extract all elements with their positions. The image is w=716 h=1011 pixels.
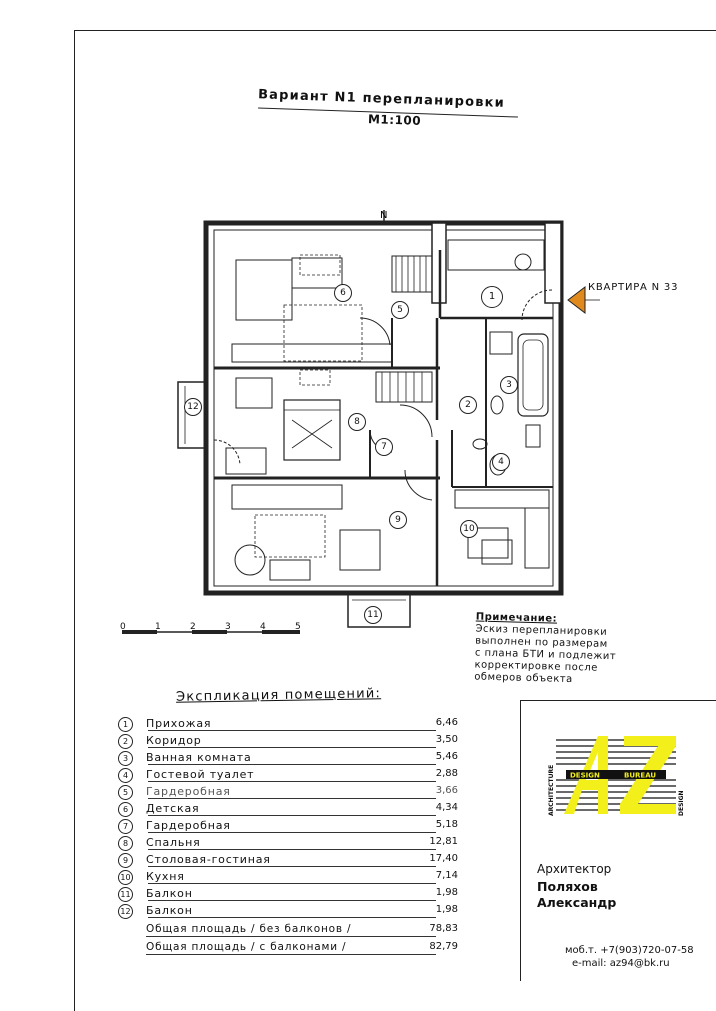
room-marker-6: 6	[334, 284, 352, 302]
balcony-11-outline	[347, 592, 411, 628]
room-area: 4,34	[435, 802, 458, 813]
room-marker-4: 4	[492, 453, 510, 471]
balcony-12-outline	[177, 381, 207, 449]
room-marker-5: 5	[391, 301, 409, 319]
room-name: Спальня	[146, 836, 201, 849]
room-marker-1: 1	[481, 286, 503, 308]
room-name: Детская	[146, 802, 200, 815]
explication-row: 8 Спальня 12,81	[118, 835, 458, 852]
scale-bar-label: 0	[120, 622, 126, 632]
room-marker-8: 8	[348, 413, 366, 431]
explication-row: 3 Ванная комната 5,46	[118, 750, 458, 767]
room-number: 11	[118, 887, 133, 902]
room-name: Столовая-гостиная	[146, 853, 271, 866]
floor-plan: N	[122, 210, 600, 634]
plan-note: Примечание: Эскиз перепланировки выполне…	[474, 612, 666, 689]
room-name: Гардеробная	[146, 785, 231, 798]
room-area: 7,14	[435, 870, 458, 881]
north-mark: N	[380, 210, 387, 221]
explication-row: 10 Кухня 7,14	[118, 869, 458, 886]
az-design-bureau-logo: DESIGN BUREAU ARCHITECTURE DESIGN	[548, 736, 685, 816]
room-area: 2,88	[435, 768, 458, 779]
total-area-with-balconies: Общая площадь / с балконами / 82,79	[146, 940, 458, 957]
explication-row: 4 Гостевой туалет 2,88	[118, 767, 458, 784]
room-area: 3,66	[435, 785, 458, 796]
room-marker-2: 2	[459, 396, 477, 414]
room-marker-10: 10	[460, 520, 478, 538]
total-label: Общая площадь / без балконов /	[146, 923, 352, 935]
total-area: 82,79	[429, 941, 458, 952]
architect-name: Поляхов Александр	[537, 879, 616, 911]
explication-row: 12 Балкон 1,98	[118, 903, 458, 920]
room-area: 5,46	[435, 751, 458, 762]
architect-email: e-mail: az94@bk.ru	[572, 958, 670, 969]
room-marker-11: 11	[364, 606, 382, 624]
total-area: 78,83	[429, 923, 458, 934]
logo-band-left: DESIGN	[570, 772, 600, 780]
room-area: 5,18	[435, 819, 458, 830]
explication-row: 7 Гардеробная 5,18	[118, 818, 458, 835]
logo-band-right: BUREAU	[624, 772, 656, 780]
architect-surname: Поляхов	[537, 879, 598, 894]
explication-row: 2 Коридор 3,50	[118, 733, 458, 750]
room-number: 7	[118, 819, 133, 834]
room-name: Кухня	[146, 870, 185, 883]
room-name: Коридор	[146, 734, 202, 747]
room-area: 12,81	[429, 836, 458, 847]
room-area: 1,98	[435, 904, 458, 915]
room-number: 8	[118, 836, 133, 851]
room-marker-9: 9	[389, 511, 407, 529]
scale-bar-label: 3	[225, 622, 231, 632]
room-marker-12: 12	[184, 398, 202, 416]
room-number: 12	[118, 904, 133, 919]
room-name: Ванная комната	[146, 751, 252, 764]
scale-bar	[122, 630, 300, 634]
explication-row: 6 Детская 4,34	[118, 801, 458, 818]
explication-row: 11 Балкон 1,98	[118, 886, 458, 903]
room-number: 3	[118, 751, 133, 766]
explication-row: 5 Гардеробная 3,66	[118, 784, 458, 801]
room-area: 1,98	[435, 887, 458, 898]
room-name: Гостевой туалет	[146, 768, 255, 781]
logo-vertical-left: ARCHITECTURE	[548, 765, 555, 816]
apartment-label: КВАРТИРА N 33	[588, 282, 679, 293]
room-marker-3: 3	[500, 376, 518, 394]
room-area: 6,46	[435, 717, 458, 728]
scale-bar-label: 5	[295, 622, 301, 632]
room-area: 17,40	[429, 853, 458, 864]
room-name: Гардеробная	[146, 819, 231, 832]
room-number: 4	[118, 768, 133, 783]
room-name: Балкон	[146, 904, 193, 917]
scale-bar-label: 2	[190, 622, 196, 632]
sheet-frame	[74, 30, 716, 1011]
scale-bar-label: 4	[260, 622, 266, 632]
plan-inner-wall-line	[213, 229, 554, 587]
room-number: 10	[118, 870, 133, 885]
room-number: 2	[118, 734, 133, 749]
room-marker-7: 7	[375, 438, 393, 456]
apartment-entry-arrow	[567, 285, 586, 315]
title-block	[520, 700, 716, 981]
logo-vertical-right: DESIGN	[678, 790, 685, 816]
total-label: Общая площадь / с балконами /	[146, 941, 347, 953]
total-area-without-balconies: Общая площадь / без балконов / 78,83	[146, 922, 458, 939]
room-name: Прихожая	[146, 717, 212, 730]
architect-phone: моб.т. +7(903)720-07-58	[565, 945, 694, 956]
scale-bar-label: 1	[155, 622, 161, 632]
explication-row: 1 Прихожая 6,46	[118, 716, 458, 733]
room-name: Балкон	[146, 887, 193, 900]
room-number: 1	[118, 717, 133, 732]
room-number: 9	[118, 853, 133, 868]
room-area: 3,50	[435, 734, 458, 745]
room-number: 5	[118, 785, 133, 800]
explication-row: 9 Столовая-гостиная 17,40	[118, 852, 458, 869]
architect-given-name: Александр	[537, 895, 617, 910]
architect-label: Архитектор	[537, 862, 612, 876]
room-number: 6	[118, 802, 133, 817]
